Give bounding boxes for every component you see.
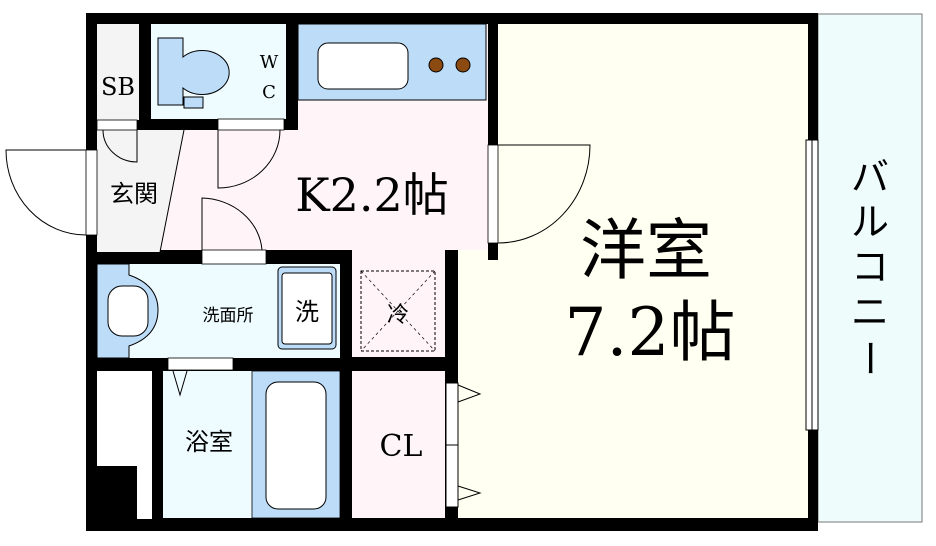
room-door-opening [487,144,499,244]
entrance-door-opening [85,149,98,236]
fridge-space [352,250,445,357]
fridge-cross-line [360,270,436,352]
label-wc-c: C [262,82,276,103]
door-swing-icon [217,129,281,189]
label-fridge: 冷 [387,303,409,328]
label-balcony: バ ル コ ニ ー [847,155,891,377]
door-triangle-icon [172,370,188,397]
pipe-shaft [97,466,137,519]
shoe-box [97,24,139,120]
sink-icon [317,42,409,90]
label-washroom: 洗面所 [203,306,254,326]
basin-bowl-icon [107,285,149,337]
toilet-icon [157,37,230,106]
closet [352,371,445,518]
label-washer: 洗 [295,298,319,326]
western-room [458,24,808,518]
balcony-char: コ [851,245,889,289]
door-triangle-icon [457,384,482,403]
kitchen-floor-lower [160,130,488,250]
stove-burner-icon [455,57,471,73]
toilet-tank-icon [183,96,204,109]
label-western-room: 洋室 [580,212,712,289]
label-western-size: 7.2帖 [565,294,736,371]
bath-door-opening [167,357,234,371]
washroom-door-opening [201,249,267,265]
wall-k-west [488,24,498,260]
balcony-char: ー [847,339,891,377]
label-kitchen: K2.2帖 [295,168,449,222]
washer-icon [281,272,333,345]
balcony [817,13,923,523]
room-door-swing-icon [497,144,591,244]
wc-door-opening [217,118,285,131]
balcony-char: バ [851,155,889,199]
label-sb: SB [101,73,135,101]
fridge-icon [360,270,436,352]
balcony-char: ニ [851,290,889,334]
door-triangle-icon [457,485,482,501]
label-wc-w: W [260,52,279,73]
bathroom [163,371,252,518]
stove-burner-icon [428,57,444,73]
label-closet: CL [380,429,423,464]
entrance-door-swing-icon [5,149,87,236]
door-swing-icon [201,197,263,251]
genkan-floor [97,130,184,252]
door-swing-icon [102,129,138,163]
label-bath: 浴室 [185,428,233,456]
door-opening [96,119,138,131]
genkan-step-line [159,129,185,253]
label-genkan: 玄関 [110,180,158,208]
bathtub-icon [265,381,327,510]
balcony-char: ル [851,200,889,244]
